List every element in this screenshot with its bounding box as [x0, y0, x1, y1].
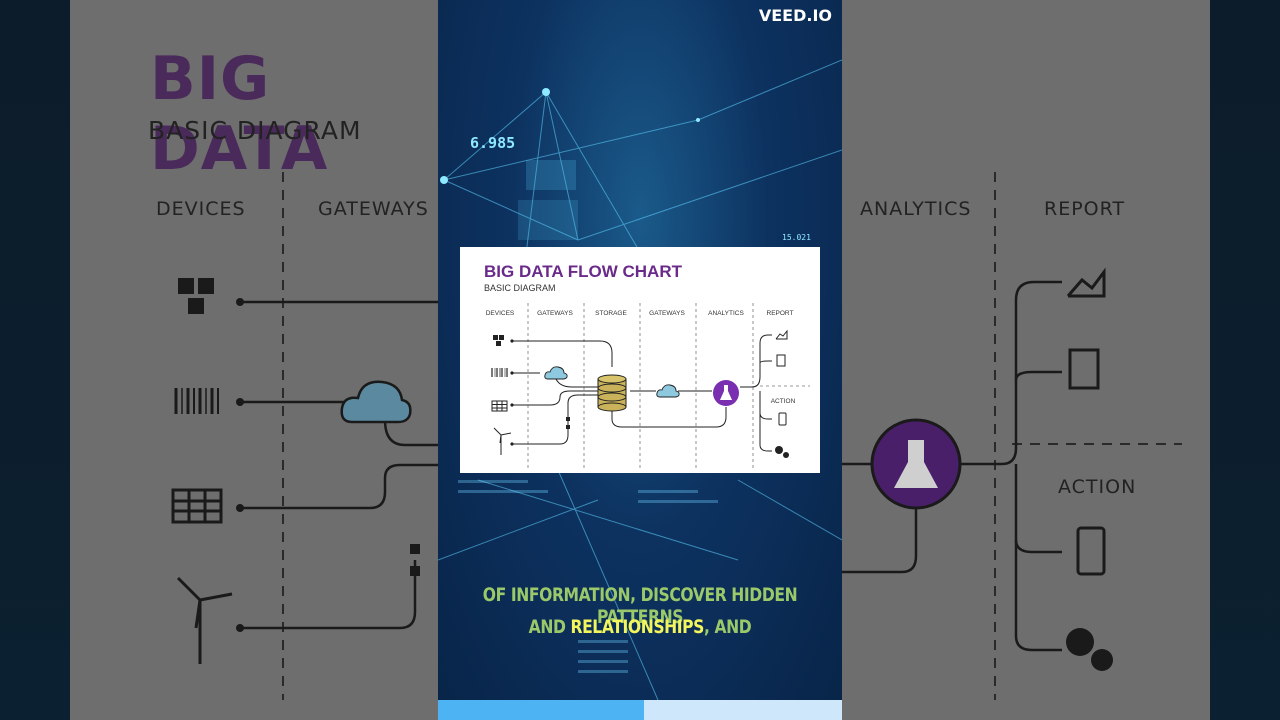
- veed-watermark: VEED.IO: [758, 6, 832, 25]
- background-document-icon: [1068, 348, 1100, 390]
- background-gears-icon: [1066, 628, 1113, 671]
- background-left: BIG DATA BASIC DIAGRAM DEVICES GATEWAYS: [0, 0, 438, 720]
- background-right: ANALYTICS REPORT ACTION: [842, 0, 1280, 720]
- subtitle-line-2: AND RELATIONSHIPS, AND: [474, 616, 805, 638]
- cloud-icon-2: [656, 384, 680, 398]
- background-right-action: ACTION: [1058, 476, 1137, 498]
- background-right-panel: [842, 0, 1210, 720]
- cubes-icon: [493, 335, 504, 346]
- subtitle-line-2-pre: AND: [528, 616, 571, 638]
- gears-icon: [775, 446, 789, 458]
- backdrop-number: 6.985: [470, 134, 515, 152]
- background-phone-icon: [1076, 526, 1106, 576]
- slide-subtitle: BASIC DIAGRAM: [484, 283, 556, 293]
- subtitle-line-1-text: OF INFORMATION, DISCOVER HIDDEN PATTERNS: [482, 584, 798, 628]
- background-left-title: BIG DATA: [150, 44, 329, 184]
- background-chart-icon: [1066, 267, 1106, 298]
- column-header-storage: STORAGE: [595, 310, 627, 317]
- subtitle-line-2-post: , AND: [703, 616, 752, 638]
- barcode-icon: [491, 368, 508, 377]
- background-right-col-report: REPORT: [1044, 198, 1126, 220]
- subtitle-line-1: OF INFORMATION, DISCOVER HIDDEN PATTERNS: [474, 584, 805, 628]
- background-right-col-analytics: ANALYTICS: [860, 198, 972, 220]
- flask-icon: [720, 385, 732, 400]
- document-icon: [776, 354, 786, 367]
- database-storage-icon: [597, 374, 627, 412]
- background-left-col-devices: DEVICES: [156, 198, 246, 220]
- flow-chart-diagram: BIG DATA FLOW CHART BASIC DIAGRAM DEVICE…: [484, 262, 810, 469]
- line-chart-icon: [775, 329, 788, 340]
- background-right-diagram: [842, 172, 1182, 700]
- wind-turbine-icon: [493, 427, 512, 455]
- column-header-gateways: GATEWAYS: [537, 310, 573, 317]
- background-cloud-icon: [340, 380, 412, 424]
- video-progress-bar[interactable]: [438, 700, 842, 720]
- background-cubes-icon: [178, 278, 214, 314]
- cloud-icon: [544, 366, 568, 380]
- subtitle-highlight: RELATIONSHIPS: [570, 616, 704, 638]
- background-left-diagram: [171, 172, 438, 700]
- slide-card: BIG DATA FLOW CHART BASIC DIAGRAM DEVICE…: [460, 247, 820, 473]
- background-wind-turbine-icon: [176, 576, 233, 664]
- video-progress-fill: [438, 700, 645, 720]
- background-grid-icon: [171, 488, 223, 524]
- action-label: ACTION: [771, 398, 796, 405]
- column-header-analytics: ANALYTICS: [708, 310, 744, 317]
- background-barcode-icon: [174, 388, 219, 414]
- background-left-panel: [70, 0, 438, 720]
- column-header-devices: DEVICES: [486, 310, 515, 317]
- slide-title: BIG DATA FLOW CHART: [484, 262, 683, 281]
- column-header-gateways-2: GATEWAYS: [649, 310, 685, 317]
- background-left-subtitle: BASIC DIAGRAM: [148, 116, 362, 145]
- grid-icon: [491, 400, 508, 412]
- phone-icon: [778, 412, 787, 426]
- background-flask-icon: [894, 440, 938, 488]
- background-left-col-gateways: GATEWAYS: [318, 198, 429, 220]
- video-frame[interactable]: 6.985 15.021 VEED.IO BIG DATA FLOW CHART…: [438, 0, 842, 720]
- column-header-report: REPORT: [767, 310, 794, 317]
- backdrop-small-number: 15.021: [782, 233, 811, 242]
